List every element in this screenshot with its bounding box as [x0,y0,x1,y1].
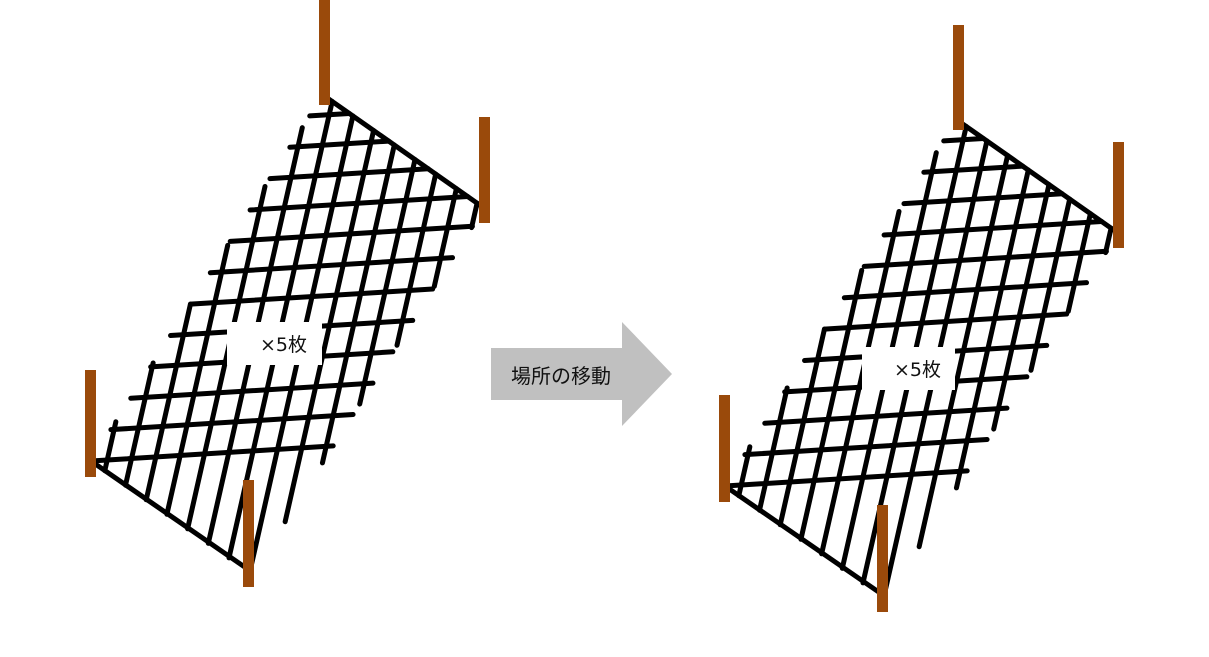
net-strand [207,255,456,276]
net-strand [227,223,475,244]
net-bottom-rope [723,483,885,598]
post-icon [243,480,254,587]
count-label-after: ×5枚 [862,347,955,390]
net-strand [991,182,1052,432]
net-strand [821,311,1070,332]
net-strand [757,385,790,513]
net-strand [108,412,356,433]
post-icon [953,25,964,130]
net-strand [742,437,990,458]
net-strand [901,191,1065,207]
net-strand [307,110,352,119]
net-strand [722,468,970,489]
net-strand [1065,211,1093,314]
move-arrow-icon [491,322,672,426]
net-strand [88,443,336,464]
net-before-move [85,0,490,587]
net-strand [123,360,156,488]
net-strand [267,166,431,182]
net-strand [287,138,392,150]
post-icon [85,370,96,477]
net-strand [762,405,1010,426]
net-strand [921,163,1026,175]
net-after-move [719,25,1124,612]
net-strand [319,142,397,466]
post-icon [319,0,330,105]
post-icon [719,395,730,502]
arrow-label: 場所の移動 [511,363,611,388]
net-strand [469,200,480,231]
net-strand [128,380,376,401]
post-icon [479,117,490,223]
net-strand [861,248,1109,269]
net-strand [164,242,231,517]
net-strand [357,157,418,407]
net-strand [431,186,459,289]
post-icon [1113,142,1124,248]
net-strand [798,267,865,542]
net-top-rope [955,117,1120,236]
net-strand [187,286,436,307]
net-strand [819,209,902,557]
net-top-rope [321,92,486,211]
net-strand [1103,225,1114,256]
count-label-before: ×5枚 [227,322,322,365]
net-strand [941,135,986,144]
net-bottom-rope [89,458,251,573]
net-strand [841,280,1090,301]
net-strand [953,167,1031,491]
post-icon [877,505,888,612]
net-strand [185,184,268,532]
